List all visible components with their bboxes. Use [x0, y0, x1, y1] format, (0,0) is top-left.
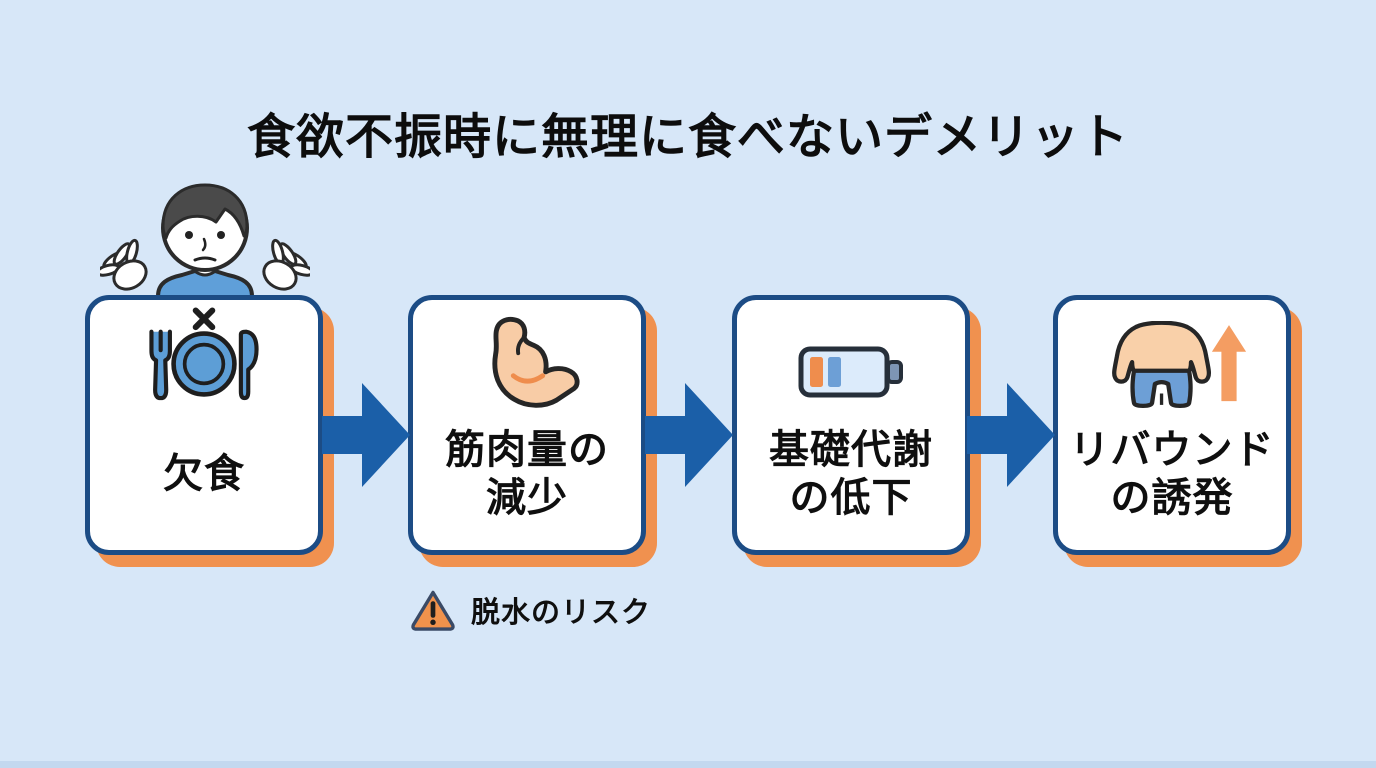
battery-low-icon [797, 326, 905, 418]
step-label-line1: 欠食 [163, 452, 245, 496]
no-meal-icon [124, 307, 284, 418]
step-label-line1: 基礎代謝 [769, 428, 933, 472]
flow-step-rebound: リバウンド の誘発 [1053, 295, 1291, 555]
flow-step-muscle-loss: 筋肉量の 減少 [408, 295, 646, 555]
flow-step-metabolism-drop: 基礎代謝 の低下 [732, 295, 970, 555]
dehydration-warning: 脱水のリスク [410, 588, 651, 631]
flow-arrow-icon [967, 383, 1055, 487]
shrugging-person-illustration [100, 183, 310, 304]
weight-rebound-icon [1096, 316, 1248, 414]
flow-step-skipping-meals: 欠食 [85, 295, 323, 555]
step-label-line2: 減少 [486, 476, 568, 520]
warning-triangle-icon [411, 590, 455, 631]
step-label-line1: リバウンド [1069, 428, 1275, 472]
step-label-line1: 筋肉量の [445, 428, 609, 472]
bottom-edge-strip [0, 761, 1376, 768]
flow-arrow-icon [322, 383, 410, 487]
warning-label: 脱水のリスク [471, 596, 652, 629]
muscle-icon [468, 314, 586, 414]
step-label-line2: の誘発 [1110, 476, 1234, 520]
flow-arrow-icon [645, 383, 733, 487]
step-label-line2: の低下 [789, 476, 913, 520]
page-title: 食欲不振時に無理に食べないデメリット [246, 111, 1129, 164]
